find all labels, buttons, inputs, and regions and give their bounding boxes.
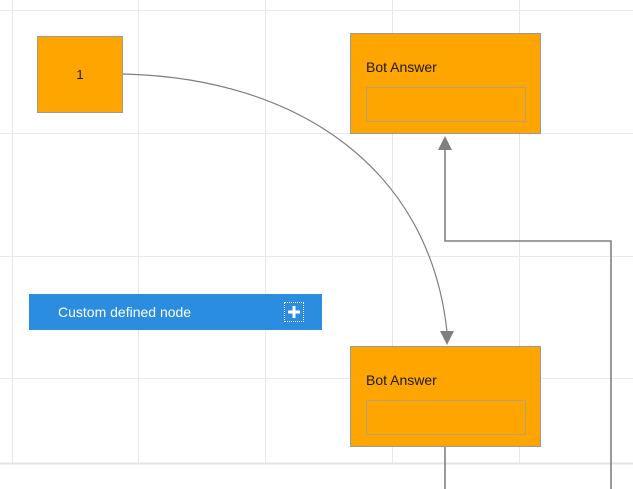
node-bot-answer-top-slot[interactable]	[366, 87, 526, 122]
node-bot-answer-top-title: Bot Answer	[366, 59, 437, 75]
node-bot-answer-bottom-slot[interactable]	[366, 400, 526, 435]
connector-stub-bottom	[444, 447, 612, 489]
custom-defined-node-button[interactable]: Custom defined node	[29, 294, 322, 330]
node-bot-answer-bottom[interactable]: Bot Answer	[350, 346, 541, 447]
node-start[interactable]: 1	[37, 36, 123, 113]
custom-defined-node-label: Custom defined node	[58, 304, 192, 320]
node-bot-answer-bottom-title: Bot Answer	[366, 372, 437, 388]
node-start-label: 1	[76, 67, 84, 82]
plus-icon[interactable]	[284, 302, 304, 322]
node-bot-answer-top[interactable]: Bot Answer	[350, 33, 541, 134]
